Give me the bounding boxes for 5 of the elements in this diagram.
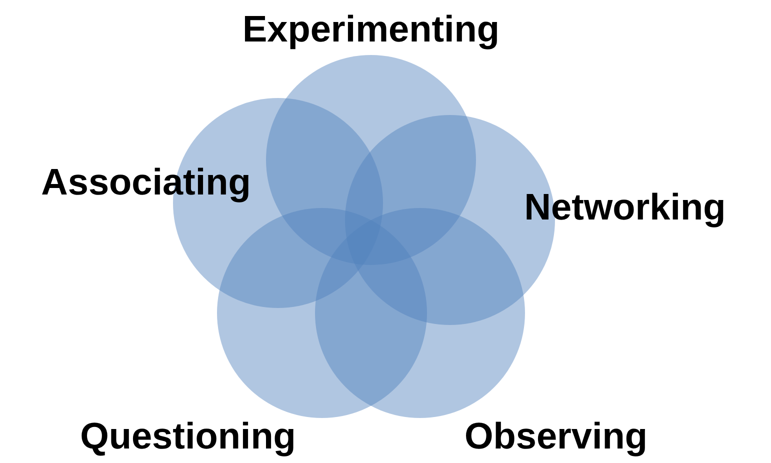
circle-label: Observing (464, 416, 648, 458)
circle-label: Questioning (80, 416, 296, 458)
circle-label: Associating (41, 162, 251, 204)
circle-label: Networking (524, 188, 726, 228)
circle-label: Experimenting (242, 10, 500, 50)
